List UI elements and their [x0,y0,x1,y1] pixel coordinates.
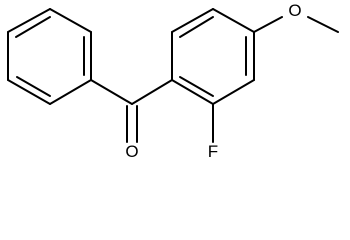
carbonyl-group [90,79,173,143]
structure-diagram: O F O [7,1,339,161]
phenyl-ring [7,8,92,105]
methoxy-fluoro-ring [171,8,255,105]
methoxy-bond-methyl [307,16,339,33]
fluorine-label: F [208,142,218,161]
methoxy-bond-ring [253,16,283,33]
methoxy-oxygen-label: O [288,1,301,20]
carbonyl-oxygen-label: O [125,142,138,161]
